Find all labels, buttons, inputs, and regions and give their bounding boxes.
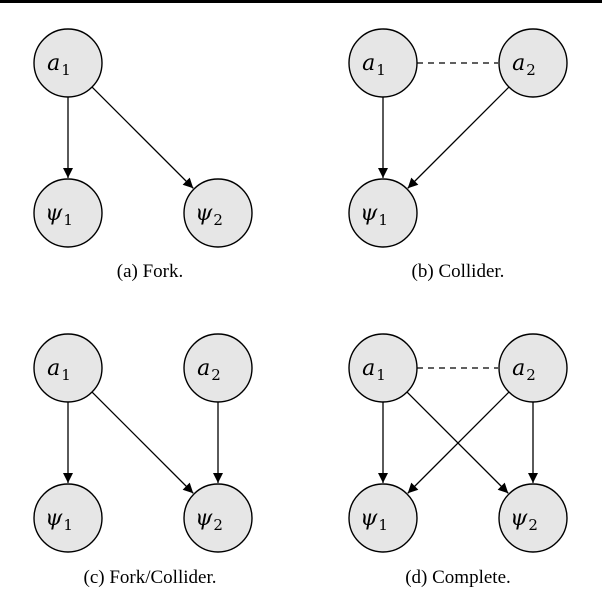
node-variable: ψ: [510, 506, 528, 531]
node-psi1: ψ1: [348, 483, 418, 553]
node-label: ψ1: [45, 506, 73, 534]
node-subscript: 2: [211, 366, 221, 384]
node-subscript: 1: [63, 211, 73, 229]
node-subscript: 1: [378, 516, 388, 534]
node-subscript: 1: [376, 366, 386, 384]
node-variable: a: [47, 356, 60, 381]
node-subscript: 1: [376, 61, 386, 79]
node-circle: [33, 28, 103, 98]
node-variable: a: [47, 51, 60, 76]
node-psi2: ψ2: [183, 483, 253, 553]
node-variable: ψ: [45, 201, 63, 226]
node-a1: a1: [33, 28, 103, 98]
node-subscript: 2: [213, 516, 223, 534]
node-label: a1: [362, 356, 386, 384]
node-circle: [498, 333, 568, 403]
node-circle: [33, 333, 103, 403]
arrow-edge-a1-psi2: [91, 86, 194, 189]
node-circle: [33, 178, 103, 248]
node-subscript: 1: [378, 211, 388, 229]
node-subscript: 1: [61, 61, 71, 79]
caption-a: (a) Fork.: [117, 261, 183, 282]
node-a2: a2: [498, 333, 568, 403]
node-label: a1: [47, 356, 71, 384]
caption-b: (b) Collider.: [412, 261, 505, 282]
node-a1: a1: [33, 333, 103, 403]
node-circle: [348, 28, 418, 98]
node-subscript: 1: [61, 366, 71, 384]
node-psi2: ψ2: [498, 483, 568, 553]
node-variable: ψ: [195, 201, 213, 226]
node-circle: [348, 483, 418, 553]
node-a2: a2: [498, 28, 568, 98]
node-circle: [348, 178, 418, 248]
node-variable: a: [197, 356, 210, 381]
node-label: a1: [362, 51, 386, 79]
node-variable: ψ: [360, 506, 378, 531]
node-a2: a2: [183, 333, 253, 403]
node-variable: a: [362, 356, 375, 381]
node-label: ψ1: [360, 506, 388, 534]
node-subscript: 2: [528, 516, 538, 534]
arrow-edge-a2-psi1: [407, 391, 510, 494]
node-variable: ψ: [195, 506, 213, 531]
node-variable: a: [512, 356, 525, 381]
node-circle: [498, 483, 568, 553]
node-label: a2: [512, 356, 536, 384]
node-psi1: ψ1: [348, 178, 418, 248]
node-circle: [183, 178, 253, 248]
node-circle: [183, 483, 253, 553]
node-subscript: 2: [526, 61, 536, 79]
node-label: ψ1: [45, 201, 73, 229]
node-variable: ψ: [360, 201, 378, 226]
caption-c: (c) Fork/Collider.: [84, 567, 217, 588]
node-a1: a1: [348, 333, 418, 403]
arrow-edge-a1-psi2: [91, 391, 194, 494]
caption-d: (d) Complete.: [405, 567, 511, 588]
node-psi1: ψ1: [33, 483, 103, 553]
node-label: ψ2: [510, 506, 538, 534]
node-label: ψ1: [360, 201, 388, 229]
node-a1: a1: [348, 28, 418, 98]
node-subscript: 1: [63, 516, 73, 534]
node-label: ψ2: [195, 506, 223, 534]
node-label: a1: [47, 51, 71, 79]
node-psi1: ψ1: [33, 178, 103, 248]
node-variable: a: [512, 51, 525, 76]
arrow-edge-a2-psi1: [407, 86, 510, 189]
node-variable: ψ: [45, 506, 63, 531]
node-circle: [183, 333, 253, 403]
node-circle: [33, 483, 103, 553]
node-variable: a: [362, 51, 375, 76]
node-psi2: ψ2: [183, 178, 253, 248]
node-circle: [498, 28, 568, 98]
node-circle: [348, 333, 418, 403]
node-subscript: 2: [213, 211, 223, 229]
node-label: a2: [197, 356, 221, 384]
node-subscript: 2: [526, 366, 536, 384]
top-rule: [0, 0, 602, 3]
node-label: ψ2: [195, 201, 223, 229]
node-label: a2: [512, 51, 536, 79]
